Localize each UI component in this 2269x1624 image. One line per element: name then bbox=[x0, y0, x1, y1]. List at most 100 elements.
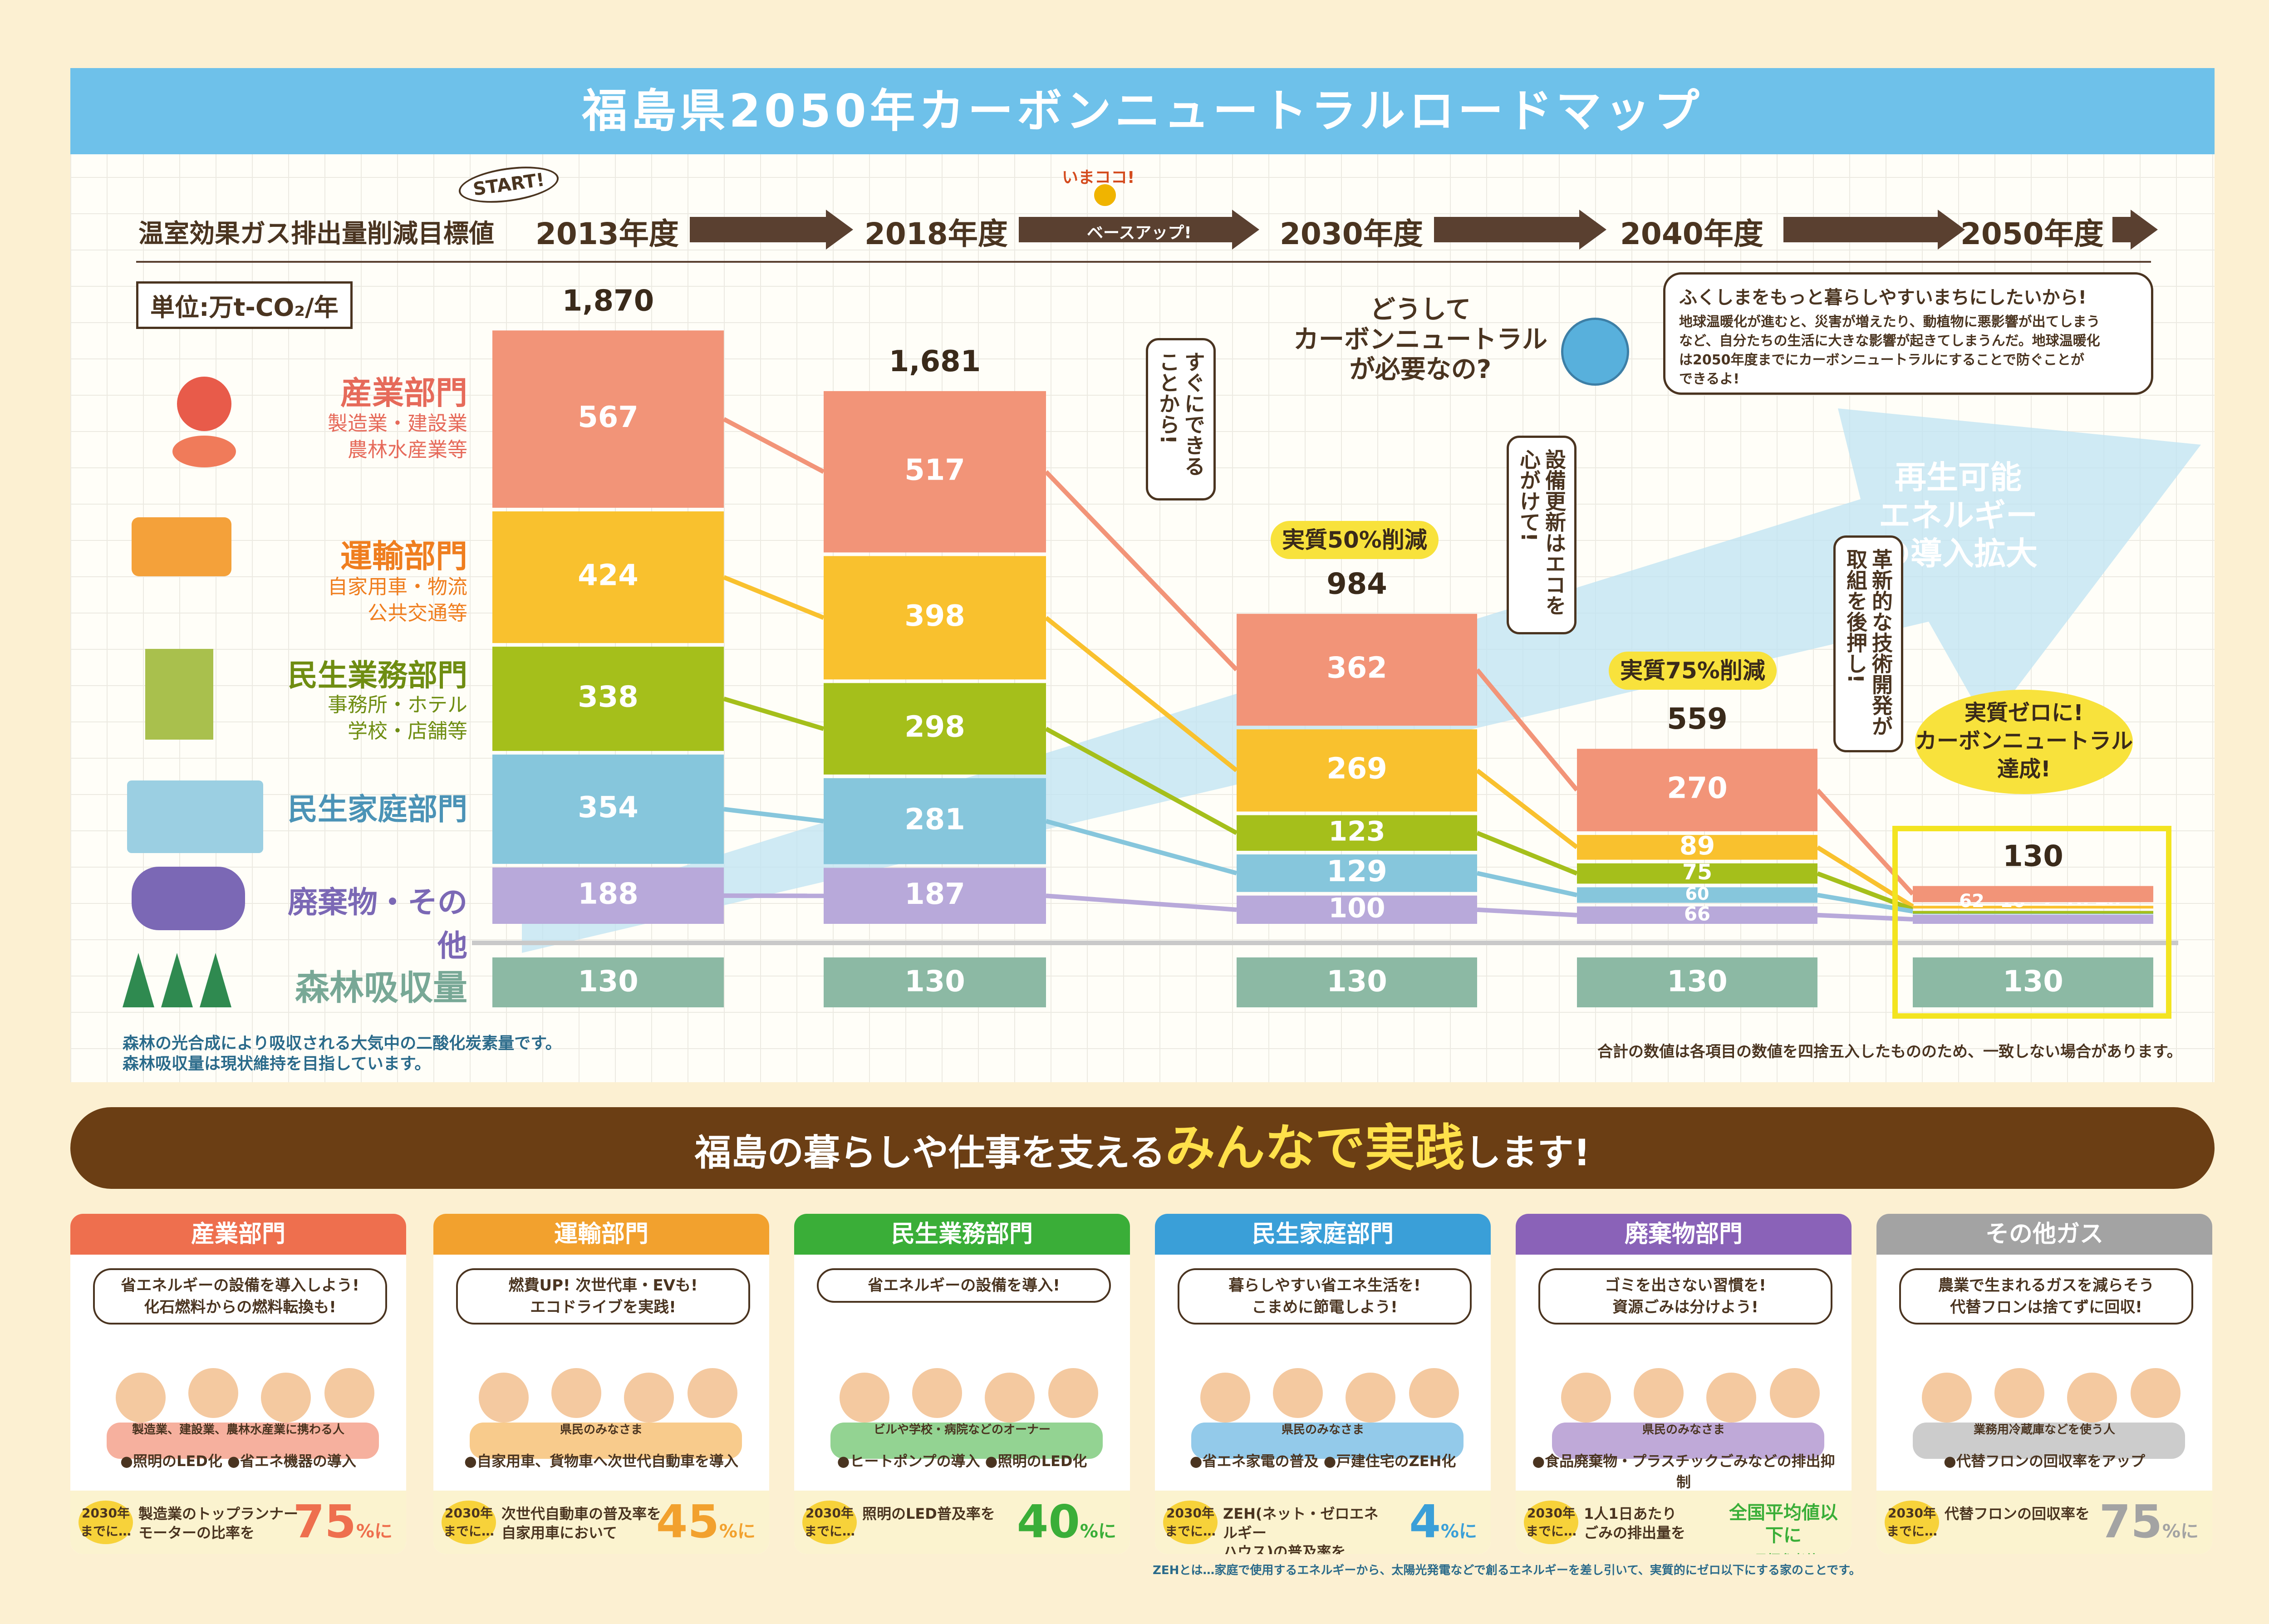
arrow-head bbox=[1938, 210, 1965, 250]
bar-value-label: 188 bbox=[578, 877, 638, 911]
card-target-value: 75%に bbox=[2099, 1495, 2199, 1548]
card-target-value: 全国平均値以下に (目標参考値860g) bbox=[1729, 1501, 1838, 1554]
card-caption: 県民のみなさま bbox=[1281, 1423, 1364, 1437]
bar-segment bbox=[1577, 863, 1817, 884]
target-unit: %に bbox=[719, 1521, 756, 1542]
total-value-label: 559 bbox=[1667, 702, 1728, 736]
card-action: ●代替フロンの回収率をアップ bbox=[1944, 1452, 2145, 1470]
card-message-bubble: 燃費UP! 次世代車・EVも!エコドライブを実践! bbox=[456, 1268, 750, 1325]
card-footer: 2030年 までに… 代替フロンの回収率を 75%に bbox=[1876, 1491, 2212, 1554]
target-unit: %に bbox=[356, 1521, 393, 1542]
bar-segment bbox=[492, 867, 724, 924]
sector-transport-sub-2: 公共交通等 bbox=[368, 602, 467, 625]
sector-transport-sub-1: 自家用車・物流 bbox=[328, 575, 467, 599]
card-caption: 県民のみなさま bbox=[1642, 1423, 1725, 1437]
garbage-bag-icon bbox=[132, 867, 245, 930]
card-message-line: 化石燃料からの燃料転換も! bbox=[144, 1298, 336, 1316]
baseup-label: ベースアップ! bbox=[1087, 224, 1192, 242]
truck-icon bbox=[132, 517, 231, 576]
bar-segment bbox=[824, 556, 1046, 680]
bar-segment bbox=[1577, 835, 1817, 860]
forest-label: 森林吸収量 bbox=[295, 967, 467, 1008]
trend-line bbox=[723, 697, 825, 731]
bar-segment bbox=[492, 511, 724, 643]
deadline-badge: 2030年 までに… bbox=[1163, 1501, 1218, 1544]
bar-segment bbox=[824, 778, 1046, 864]
bar-segment bbox=[1237, 729, 1477, 812]
card-message-bubble: ゴミを出さない習慣を!資源ごみは分けよう! bbox=[1538, 1268, 1832, 1325]
trend-line bbox=[1476, 871, 1578, 898]
timeline-arrow bbox=[1019, 217, 1232, 242]
trend-line bbox=[1045, 726, 1238, 835]
zero-label-2: カーボンニュートラル bbox=[1915, 728, 2133, 754]
trend-line bbox=[1475, 768, 1579, 849]
badge-year: 2030年 bbox=[82, 1506, 130, 1521]
emissions-chart: 1883543384245671,8701872812983985171,681… bbox=[472, 284, 2201, 1007]
timeline-arrow bbox=[2112, 217, 2131, 242]
zero-label: 実質ゼロに! カーボンニュートラル 達成! bbox=[1915, 690, 2133, 794]
bottom-title-b: します! bbox=[1464, 1132, 1591, 1174]
bottom-title-a: 福島の暮らしや仕事を支える bbox=[694, 1132, 1165, 1174]
bar-segment bbox=[1577, 906, 1817, 924]
card-caption: ビルや学校・病院などのオーナー bbox=[873, 1423, 1051, 1437]
target-number: 75 bbox=[293, 1495, 356, 1548]
target-unit: %に bbox=[1080, 1521, 1116, 1542]
people-illustration bbox=[1173, 1332, 1473, 1482]
forest-value-label: 130 bbox=[904, 965, 965, 999]
bar-value-label: 100 bbox=[1328, 892, 1385, 924]
bar-value-label: 298 bbox=[904, 711, 965, 744]
card-action: ●照明のLED化 ●省エネ機器の導入 bbox=[120, 1452, 356, 1470]
year-2013: 2013年度 bbox=[535, 216, 679, 251]
bar-value-label: 269 bbox=[1326, 752, 1387, 785]
forest-bar bbox=[492, 957, 724, 1007]
forest-note-2: 森林吸収量は現状維持を目指しています。 bbox=[123, 1055, 431, 1073]
bar-value-label: 362 bbox=[1326, 652, 1387, 685]
cut-75-label: 実質75%削減 bbox=[1609, 652, 1777, 690]
renew-text-3: の導入拡大 bbox=[1879, 535, 2038, 572]
year-2050: 2050年度 bbox=[1960, 216, 2104, 251]
card-header: 民生業務部門 bbox=[794, 1214, 1130, 1255]
bar-segment bbox=[824, 391, 1046, 553]
card-target-value: 45%に bbox=[656, 1495, 756, 1548]
bar-value-label: 62 bbox=[1959, 891, 1984, 912]
zero-highlight-box bbox=[1892, 826, 2171, 1019]
why-question-1: どうして bbox=[1370, 295, 1471, 324]
card-message-line: 燃費UP! 次世代車・EVも! bbox=[508, 1276, 698, 1295]
bar-value-label: 60 bbox=[1685, 884, 1709, 904]
bar-segment bbox=[1237, 613, 1477, 726]
bar-segment bbox=[824, 868, 1046, 924]
target-number: 全国平均値以下に bbox=[1729, 1502, 1838, 1546]
card-header: その他ガス bbox=[1876, 1214, 2212, 1255]
trend-line bbox=[723, 807, 824, 824]
people-illustration bbox=[452, 1332, 751, 1482]
badge-year: 2030年 bbox=[1166, 1506, 1214, 1521]
card-action: ●省エネ家電の普及 ●戸建住宅のZEH化 bbox=[1189, 1452, 1456, 1470]
zeh-note: ZEHとは…家庭で使用するエネルギーから、太陽光発電などで創るエネルギーを差し引… bbox=[1153, 1564, 1861, 1577]
card-action: ●食品廃棄物・プラスチックごみなどの排出抑制 bbox=[1532, 1452, 1835, 1491]
card-header: 民生家庭部門 bbox=[1155, 1214, 1491, 1255]
card-target-line: ハウス)の普及率を bbox=[1223, 1543, 1346, 1554]
bar-value-label: 354 bbox=[578, 791, 638, 824]
card-action: ●ヒートポンプの導入 ●照明のLED化 bbox=[837, 1452, 1087, 1470]
sector-industry: 産業部門 bbox=[340, 374, 467, 412]
bar-segment bbox=[1237, 815, 1477, 851]
badge-suffix: までに… bbox=[804, 1524, 855, 1539]
target-unit: (目標参考値860g) bbox=[1749, 1552, 1818, 1554]
bar-value-label: 424 bbox=[578, 559, 638, 593]
badge-year: 2030年 bbox=[445, 1506, 493, 1521]
sector-household: 民生家庭部門 bbox=[288, 792, 467, 827]
deadline-badge: 2030年 までに… bbox=[802, 1501, 857, 1544]
badge-year: 2030年 bbox=[1527, 1506, 1575, 1521]
trend-line bbox=[1044, 470, 1238, 672]
timeline-arrow bbox=[1783, 217, 1938, 242]
card-footer: 2030年 までに… 照明のLED普及率を 40%に bbox=[794, 1491, 1130, 1554]
sector-transport: 運輸部門 bbox=[340, 538, 467, 575]
card-target-line: モーターの比率を bbox=[138, 1524, 255, 1541]
card-target-text: 代替フロンの回収率を bbox=[1945, 1504, 2108, 1523]
card-target-line: 自家用車において bbox=[501, 1524, 618, 1541]
why-answer-bubble: ふくしまをもっと暮らしやすいまちにしたいから! 地球温暖化が進むと、災害が増えた… bbox=[1663, 272, 2153, 395]
sector-waste: 廃棄物・その他 bbox=[288, 885, 467, 963]
forest-bar bbox=[824, 957, 1046, 1007]
people-illustration bbox=[812, 1332, 1112, 1482]
